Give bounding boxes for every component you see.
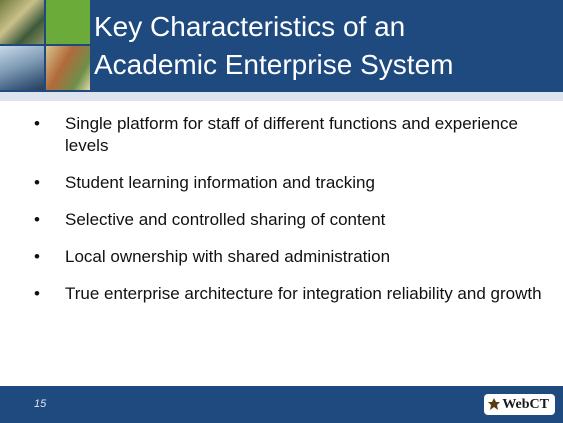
slide-title-line-2: Academic Enterprise System: [94, 49, 454, 80]
bullet-item: • Local ownership with shared administra…: [34, 246, 544, 268]
bullet-item: • Selective and controlled sharing of co…: [34, 209, 544, 231]
bullet-item: • Single platform for staff of different…: [34, 113, 544, 157]
slide-title: Key Characteristics of an Academic Enter…: [94, 8, 554, 84]
bullet-marker: •: [34, 114, 40, 133]
webct-logo: WebCT: [484, 394, 555, 415]
header-divider: [0, 92, 563, 101]
bullet-marker: •: [34, 210, 40, 229]
bullet-marker: •: [34, 247, 40, 266]
bullet-text: Selective and controlled sharing of cont…: [65, 210, 386, 229]
page-number: 15: [34, 398, 47, 410]
slide-title-line-1: Key Characteristics of an: [94, 11, 406, 42]
photo-mosaic: [0, 0, 92, 92]
green-tile: [46, 0, 90, 44]
photo-tile: [0, 46, 44, 90]
webct-logo-text: WebCT: [502, 396, 549, 412]
bullet-text: Student learning information and trackin…: [65, 173, 375, 192]
photo-tile: [46, 46, 90, 90]
bullet-item: • Student learning information and track…: [34, 172, 544, 194]
bullet-text: Local ownership with shared administrati…: [65, 247, 391, 266]
bullet-text: Single platform for staff of different f…: [65, 114, 518, 155]
title-bar: Key Characteristics of an Academic Enter…: [0, 0, 563, 92]
bullet-list: • Single platform for staff of different…: [34, 113, 544, 320]
photo-tile: [0, 0, 44, 44]
footer-bar: 15 WebCT: [0, 386, 563, 423]
bullet-item: • True enterprise architecture for integ…: [34, 283, 544, 305]
bullet-text: True enterprise architecture for integra…: [65, 284, 542, 303]
bullet-marker: •: [34, 173, 40, 192]
webct-logo-icon: [488, 397, 501, 410]
bullet-marker: •: [34, 284, 40, 303]
